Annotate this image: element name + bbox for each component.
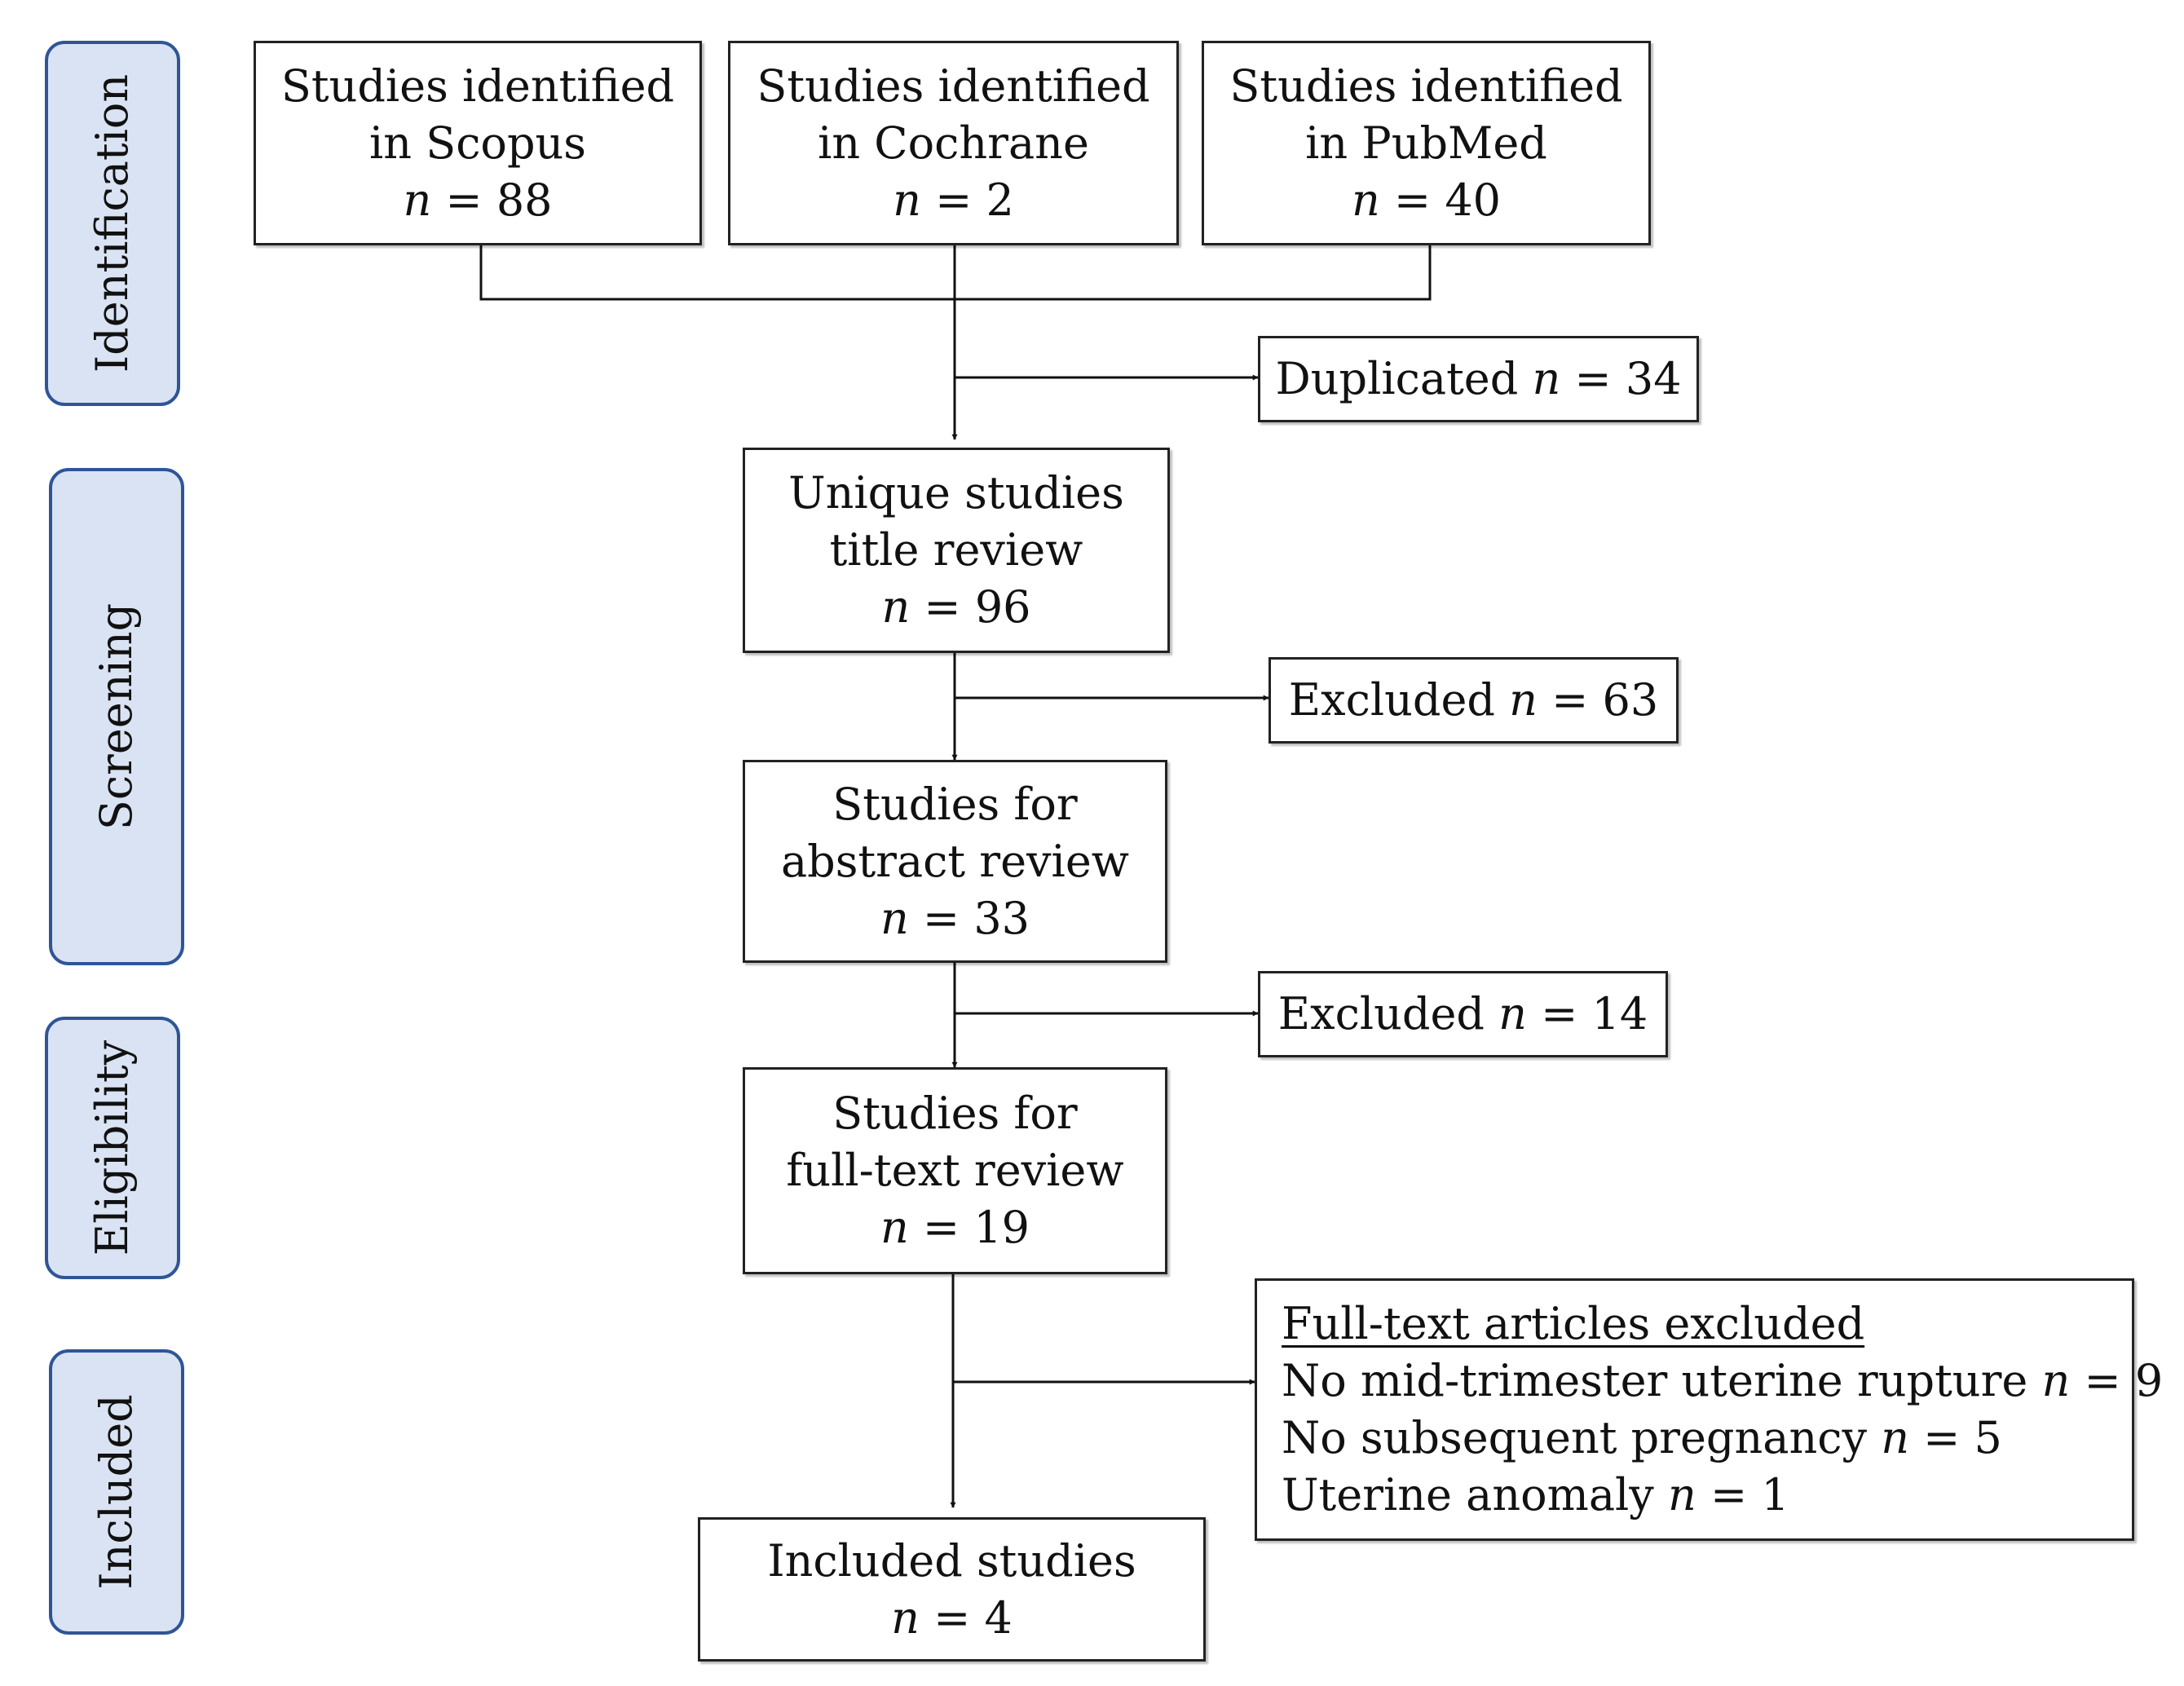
n-symbol: n bbox=[1351, 174, 1380, 226]
reason-label: Uterine anomaly bbox=[1282, 1469, 1654, 1520]
stage-label-eligibility: Eligibility bbox=[86, 1039, 138, 1256]
n-symbol: n bbox=[1498, 988, 1527, 1039]
duplicated-text: Duplicated n = 34 bbox=[1275, 351, 1681, 408]
unique-line-2: title review bbox=[829, 524, 1083, 576]
merge-connector bbox=[479, 245, 1432, 301]
stage-label-identification: Identification bbox=[86, 73, 138, 373]
stage-included: Included bbox=[49, 1349, 184, 1635]
abstract-count: = 33 bbox=[922, 892, 1030, 944]
excluded-title-count: = 63 bbox=[1551, 674, 1659, 726]
excluded-abstract-count: = 14 bbox=[1541, 988, 1648, 1039]
cochrane-count: = 2 bbox=[935, 174, 1014, 226]
scopus-count-line: n = 88 bbox=[403, 172, 552, 229]
cochrane-line-2: in Cochrane bbox=[818, 117, 1089, 169]
excluded-abstract-box: Excluded n = 14 bbox=[1258, 971, 1668, 1057]
n-symbol: n bbox=[1532, 353, 1561, 404]
stage-label-included: Included bbox=[90, 1394, 142, 1590]
reason-label: No subsequent pregnancy bbox=[1282, 1412, 1868, 1463]
exclusion-reason-3: Uterine anomaly n = 1 bbox=[1282, 1467, 1789, 1524]
cochrane-count-line: n = 2 bbox=[893, 172, 1014, 229]
excluded-abstract-text: Excluded n = 14 bbox=[1278, 986, 1648, 1043]
fulltext-count: = 19 bbox=[922, 1202, 1030, 1253]
pubmed-line-1: Studies identified bbox=[1229, 60, 1623, 112]
reason-count: = 1 bbox=[1710, 1469, 1789, 1520]
stage-identification: Identification bbox=[45, 41, 180, 406]
unique-count: = 96 bbox=[924, 581, 1031, 633]
reason-count: = 5 bbox=[1923, 1412, 2002, 1463]
n-symbol: n bbox=[1667, 1469, 1696, 1520]
fulltext-review-box: Studies for full-text review n = 19 bbox=[743, 1067, 1167, 1274]
n-symbol: n bbox=[880, 892, 909, 944]
scopus-line-2: in Scopus bbox=[368, 117, 587, 169]
n-symbol: n bbox=[2041, 1355, 2071, 1406]
abstract-line-2: abstract review bbox=[780, 835, 1130, 887]
cochrane-line-1: Studies identified bbox=[757, 60, 1150, 112]
excluded-title-box: Excluded n = 63 bbox=[1268, 657, 1679, 744]
exclusion-reason-2: No subsequent pregnancy n = 5 bbox=[1282, 1410, 2002, 1467]
duplicated-label: Duplicated bbox=[1275, 353, 1519, 404]
n-symbol: n bbox=[1509, 674, 1538, 726]
excluded-abstract-label: Excluded bbox=[1277, 988, 1485, 1039]
abstract-line-1: Studies for bbox=[832, 778, 1078, 830]
abstract-count-line: n = 33 bbox=[880, 890, 1030, 947]
exclusion-reason-1: No mid-trimester uterine rupture n = 9 bbox=[1282, 1353, 2163, 1410]
stage-eligibility: Eligibility bbox=[45, 1017, 180, 1279]
reason-label: No mid-trimester uterine rupture bbox=[1282, 1355, 2028, 1406]
fulltext-excluded-box: Full-text articles excluded No mid-trime… bbox=[1255, 1278, 2163, 1541]
scopus-line-1: Studies identified bbox=[280, 60, 675, 112]
reason-count: = 9 bbox=[2084, 1355, 2164, 1406]
unique-count-line: n = 96 bbox=[881, 579, 1030, 636]
fulltext-line-1: Studies for bbox=[832, 1088, 1078, 1139]
unique-line-1: Unique studies bbox=[788, 467, 1124, 519]
excluded-title-text: Excluded n = 63 bbox=[1289, 672, 1659, 729]
stage-screening: Screening bbox=[49, 468, 184, 965]
n-symbol: n bbox=[891, 1591, 920, 1644]
scopus-count: = 88 bbox=[445, 174, 553, 226]
included-count: = 4 bbox=[933, 1591, 1013, 1644]
pubmed-box: Studies identified in PubMed n = 40 bbox=[1202, 41, 1651, 245]
n-symbol: n bbox=[403, 174, 432, 226]
scopus-box: Studies identified in Scopus n = 88 bbox=[254, 41, 702, 245]
unique-studies-box: Unique studies title review n = 96 bbox=[743, 448, 1170, 653]
included-studies-box: Included studies n = 4 bbox=[698, 1517, 1206, 1662]
n-symbol: n bbox=[1881, 1412, 1909, 1463]
fulltext-excluded-heading: Full-text articles excluded bbox=[1282, 1298, 1865, 1349]
fulltext-line-2: full-text review bbox=[786, 1145, 1124, 1196]
n-symbol: n bbox=[881, 581, 911, 633]
n-symbol: n bbox=[893, 174, 921, 226]
included-count-line: n = 4 bbox=[891, 1590, 1013, 1647]
abstract-review-box: Studies for abstract review n = 33 bbox=[743, 760, 1167, 963]
fulltext-count-line: n = 19 bbox=[880, 1199, 1030, 1256]
pubmed-count: = 40 bbox=[1393, 174, 1502, 226]
excluded-title-label: Excluded bbox=[1288, 674, 1495, 726]
pubmed-count-line: n = 40 bbox=[1352, 172, 1501, 229]
cochrane-box: Studies identified in Cochrane n = 2 bbox=[728, 41, 1179, 245]
stage-label-screening: Screening bbox=[90, 602, 142, 831]
pubmed-line-2: in PubMed bbox=[1305, 117, 1547, 169]
included-line-1: Included studies bbox=[767, 1534, 1136, 1587]
duplicated-box: Duplicated n = 34 bbox=[1258, 336, 1699, 422]
duplicated-count: = 34 bbox=[1574, 353, 1682, 404]
n-symbol: n bbox=[880, 1202, 909, 1253]
